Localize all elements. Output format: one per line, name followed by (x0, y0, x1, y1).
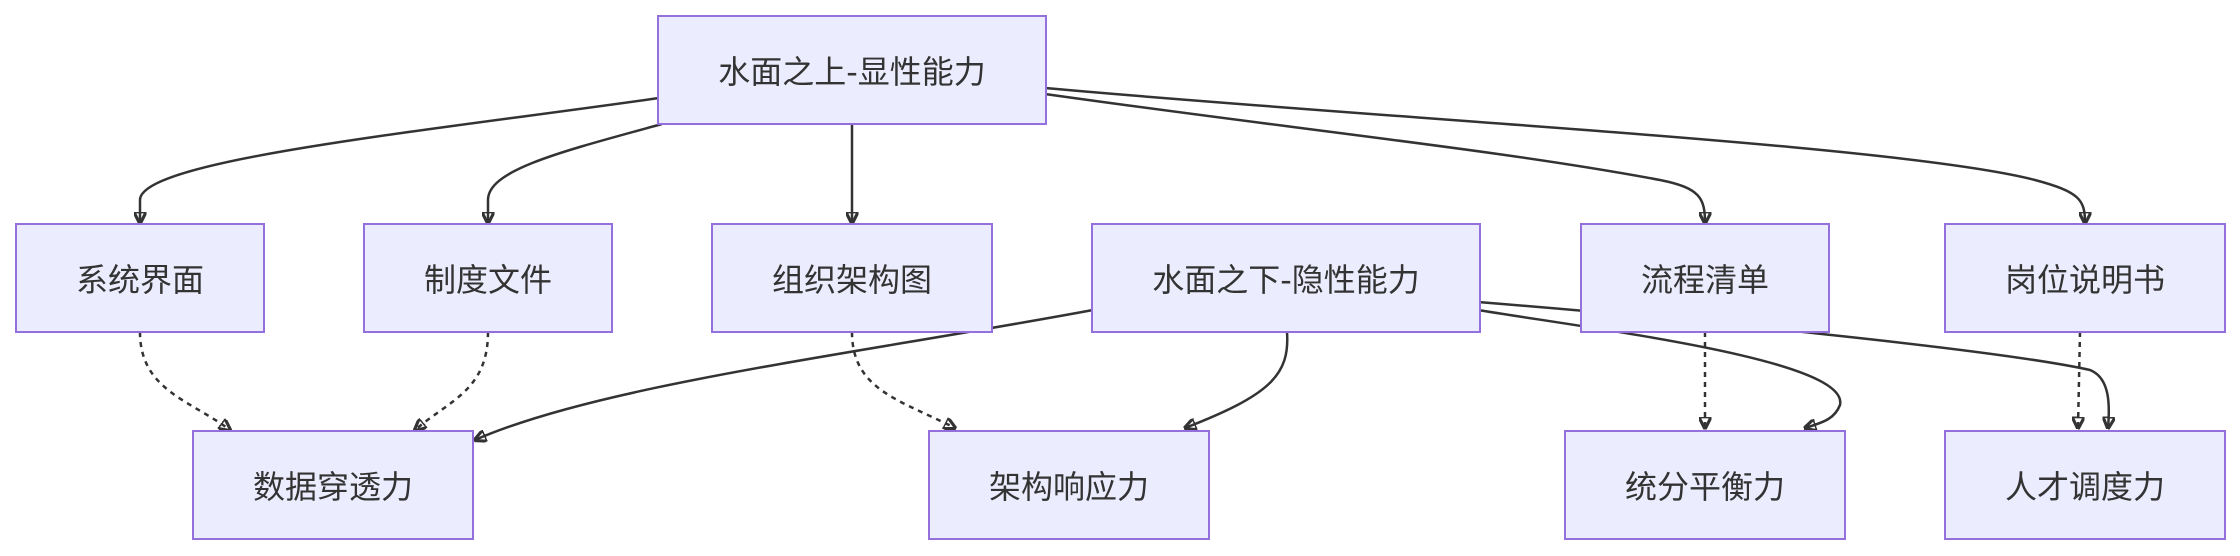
node-above-surface: 水面之上-显性能力 (657, 15, 1047, 125)
edge-org-chart-to-org-response (850, 331, 955, 428)
node-label: 系统界面 (75, 261, 204, 299)
edge-job-desc-to-talent-dispatch (2078, 331, 2080, 428)
node-below-surface: 水面之下-隐性能力 (1091, 223, 1481, 333)
node-process-list: 流程清单 (1580, 223, 1830, 333)
node-label: 组织架构图 (771, 261, 932, 299)
node-label: 岗位说明书 (2004, 261, 2165, 299)
edge-above-to-job-desc (1044, 86, 2085, 223)
node-org-response: 架构响应力 (928, 430, 1210, 540)
edge-below-to-org-response (1185, 331, 1289, 428)
node-label: 制度文件 (423, 261, 552, 299)
edge-system-ui-to-data-penetration (138, 331, 230, 430)
node-coordination-balance: 统分平衡力 (1564, 430, 1846, 540)
edge-above-to-process-list (1044, 92, 1705, 223)
node-label: 水面之下-隐性能力 (1152, 261, 1420, 299)
node-data-penetration: 数据穿透力 (192, 430, 474, 540)
node-label: 数据穿透力 (252, 468, 413, 506)
edge-policy-docs-to-data-penetration (415, 331, 490, 430)
edge-above-to-policy-docs (488, 122, 663, 223)
node-talent-dispatch: 人才调度力 (1944, 430, 2226, 540)
edge-above-to-system-ui (140, 96, 660, 223)
node-policy-docs: 制度文件 (363, 223, 613, 333)
node-label: 统分平衡力 (1624, 468, 1785, 506)
edge-below-to-coordination-balance (1477, 308, 1842, 428)
node-label: 水面之上-显性能力 (718, 53, 986, 91)
node-org-chart: 组织架构图 (711, 223, 993, 333)
node-system-ui: 系统界面 (15, 223, 265, 333)
node-label: 流程清单 (1640, 261, 1769, 299)
node-label: 架构响应力 (988, 468, 1149, 506)
node-label: 人才调度力 (2004, 468, 2165, 506)
node-job-description: 岗位说明书 (1944, 223, 2226, 333)
